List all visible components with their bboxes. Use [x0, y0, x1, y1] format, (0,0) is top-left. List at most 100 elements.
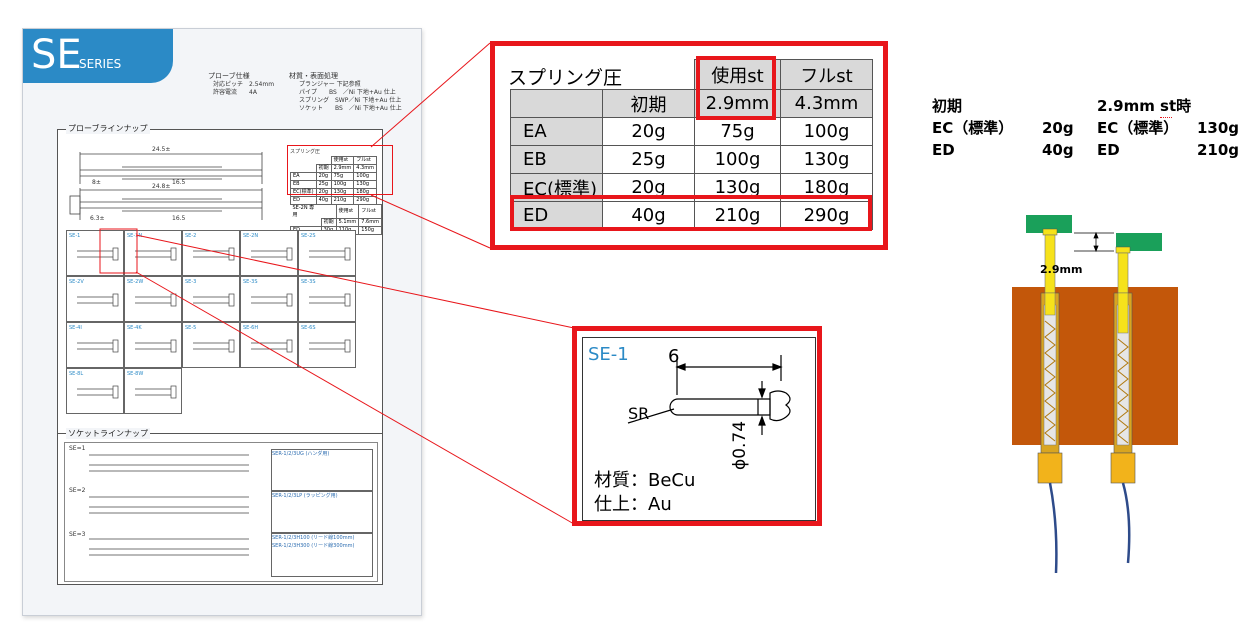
se1-label: SE-1 — [588, 344, 629, 365]
connector-table-bottom — [370, 194, 491, 249]
mini-spring-title: スプリング圧 — [290, 149, 321, 155]
probe-cell: SE-1 — [66, 230, 124, 276]
socket-note-cell: SER-1/2/3UG (ハンダ用) — [271, 449, 373, 491]
probe-tip-glyph — [309, 247, 351, 261]
full-force: 290g — [780, 201, 873, 230]
probe-tip-glyph — [77, 247, 119, 261]
probe-cell-label: SE-4I — [69, 325, 82, 331]
dim-8: 8± — [92, 179, 101, 186]
probe-cell-label: SE-8L — [69, 371, 84, 377]
probe-cell: SE-4K — [124, 322, 182, 368]
summary-right-name: ED — [1097, 141, 1120, 159]
stroke-label: 2.9mm — [1040, 263, 1083, 276]
probe-cell: SE-8W — [124, 368, 182, 414]
probe-cell-label: SE-2N — [243, 233, 259, 239]
probe-tip-glyph — [309, 293, 351, 307]
spec-line-2: 許容電流 4A — [213, 89, 257, 96]
probe-tip-glyph — [135, 339, 177, 353]
probe-cell-label: SE-8W — [127, 371, 144, 377]
probe-lineup-title: プローブラインナップ — [66, 123, 150, 134]
col-initial: 初期 — [602, 89, 695, 118]
full-stroke-value: 4.3mm — [780, 89, 873, 118]
summary-left-value: 40g — [1042, 141, 1074, 159]
probe-cell-label: SE-3 — [185, 279, 197, 285]
table-row: EA 20g 75g 100g — [510, 117, 873, 146]
probe-cell-label: SE-6S — [301, 325, 316, 331]
mini-spring-highlight — [287, 145, 393, 195]
probe-tip-glyph — [193, 339, 235, 353]
probe-cell: SE-8L — [66, 368, 124, 414]
material-line-1: プランジャー 下記参照 — [299, 81, 361, 88]
used-stroke-value: 2.9mm — [694, 89, 781, 118]
spellcheck-underline — [1160, 114, 1172, 118]
probe-tip-glyph — [77, 339, 119, 353]
socket-note-cell: SER-1/2/3H100 (リード線100mm) SER-1/2/3H300 … — [271, 533, 373, 577]
probe-tip-glyph — [251, 293, 293, 307]
table-row: ED 40g 210g 290g — [510, 201, 873, 230]
material-line-4: ソケット BS ／Ni 下地+Au 仕上 — [299, 105, 402, 112]
probe-cell-label: SE-2 — [185, 233, 197, 239]
probe-cell: SE-2W — [124, 276, 182, 322]
socket-lineup-section: ソケットラインナップ SE=1 SE=2 SE=3 SER-1/2/3UG (ハ… — [57, 428, 383, 585]
dim-16-5-b: 16.5 — [172, 215, 186, 222]
used-force: 100g — [694, 145, 781, 174]
socket-note: SER-1/2/3H300 (リード線300mm) — [272, 543, 355, 549]
probe-cell: SE-6H — [240, 322, 298, 368]
mini-se2n-cell: 150g — [358, 226, 382, 235]
summary-left-value: 20g — [1042, 119, 1074, 137]
ed-row-highlight — [510, 195, 872, 231]
connector-se1-top — [135, 234, 575, 329]
probe-tip-glyph — [193, 293, 235, 307]
series-big-label: SE — [31, 32, 82, 78]
full-force: 100g — [780, 117, 873, 146]
probe-cell: SE-3S — [240, 276, 298, 322]
probe-tip-glyph — [135, 385, 177, 399]
socket-row-label: SE=1 — [69, 445, 86, 452]
table-row: EB 25g 100g 130g — [510, 145, 873, 174]
pcb-pad-right — [1116, 233, 1162, 251]
probe-right — [1110, 252, 1136, 564]
probe-tip-glyph — [309, 339, 351, 353]
pcb-pad-left — [1026, 215, 1072, 233]
se1-length-dimension: 6 — [668, 346, 680, 367]
mini-se2n-title: SE-2N 専用 — [292, 204, 315, 218]
initial-force: 40g — [602, 201, 695, 230]
series-tab: SE SERIES — [23, 29, 173, 83]
mini-cell: 40g — [315, 196, 332, 205]
probe-cell: SE-1N — [124, 230, 182, 276]
probe-cell: SE-4I — [66, 322, 124, 368]
material-line-2: パイプ BS ／Ni 下地+Au 仕上 — [299, 89, 396, 96]
probe-cell: SE-2V — [66, 276, 124, 322]
summary-left-header: 初期 — [932, 97, 963, 115]
summary-right-name: EC（標準） — [1097, 119, 1179, 137]
probe-cell: SE-3 — [182, 276, 240, 322]
probe-left — [1037, 234, 1063, 574]
spring-pressure-table: 使用st フルst 初期 2.9mm 4.3mm EA 20g 75g 100g… — [510, 59, 873, 230]
connector-table-top — [370, 42, 491, 148]
spec-title: プローブ仕様 — [208, 72, 250, 80]
col-full-stroke: フルst — [780, 59, 873, 90]
probe-cell: SE-6S — [298, 322, 356, 368]
probe-cell-label: SE-2S — [301, 233, 316, 239]
summary-right-value: 210g — [1197, 141, 1240, 159]
se1-sr-label: SR — [628, 404, 650, 423]
summary-left-name: ED — [932, 141, 955, 159]
summary-left-name: EC（標準） — [932, 119, 1014, 137]
initial-force: 25g — [602, 145, 695, 174]
probe-cell-label: SE-1 — [69, 233, 81, 239]
se1-detail-frame — [582, 337, 816, 521]
socket-drawings — [89, 454, 249, 556]
probe-cell-label: SE-5 — [185, 325, 197, 331]
full-force: 130g — [780, 145, 873, 174]
dim-24-5: 24.5± — [152, 146, 170, 153]
probe-tip-glyph — [251, 247, 293, 261]
used-stroke-highlight — [696, 56, 776, 120]
spec-line-1: 対応ピッチ 2.54mm — [213, 81, 275, 88]
probe-cell-label: SE-3S — [301, 279, 316, 285]
se1-detail-callout — [572, 326, 822, 526]
board-block — [1012, 287, 1178, 445]
socket-drawing-frame: SE=1 SE=2 SE=3 SER-1/2/3UG (ハンダ用) SER-1/… — [64, 442, 378, 582]
